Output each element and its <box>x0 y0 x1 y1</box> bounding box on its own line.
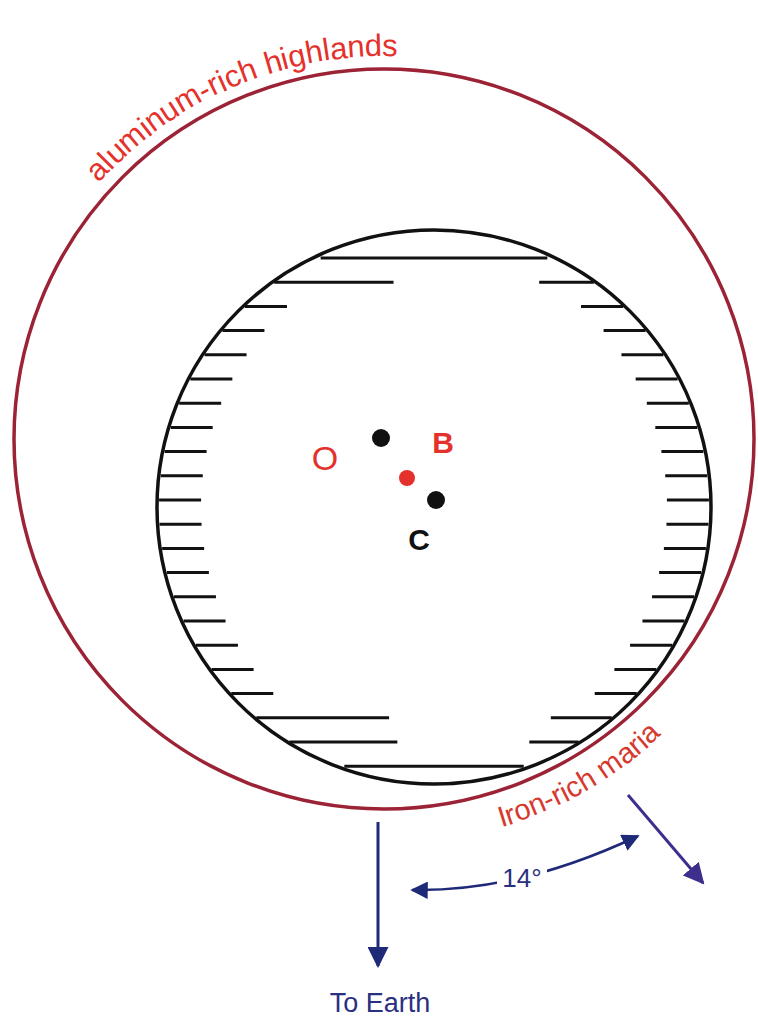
hatch-line <box>165 450 207 453</box>
letter: i <box>555 778 574 807</box>
earth-arrow <box>377 822 380 966</box>
hatch-line <box>161 474 203 477</box>
letter: r <box>622 731 648 760</box>
hatch-line <box>321 257 548 260</box>
hatch-line <box>655 426 697 429</box>
letter: I <box>494 802 510 832</box>
letter: l <box>93 147 120 174</box>
letter: - <box>192 73 215 105</box>
point-label: B <box>432 428 454 458</box>
letter: u <box>98 135 132 169</box>
crust-outline <box>14 69 754 809</box>
mantle-outline <box>157 230 711 784</box>
letter: r <box>501 799 519 830</box>
hatch-line <box>551 716 612 719</box>
hatch-line <box>529 741 578 744</box>
hatch-line <box>604 329 646 332</box>
hatch-line <box>231 692 273 695</box>
letter: u <box>153 92 184 127</box>
hatch-line <box>652 595 694 598</box>
hatch-line <box>665 474 707 477</box>
letter: a <box>80 153 114 187</box>
letter: i <box>629 727 653 753</box>
letter: i <box>132 113 156 142</box>
hatch-line <box>245 305 287 308</box>
hatch-line <box>162 547 204 550</box>
letter: r <box>546 780 567 810</box>
letter: h <box>234 53 261 88</box>
hatch-line <box>614 668 656 671</box>
hatch-line <box>205 353 247 356</box>
angle-label: 14° <box>497 863 546 893</box>
letter: a <box>634 717 665 749</box>
letter: n <box>346 31 365 63</box>
hatch-line <box>664 547 706 550</box>
letter: c <box>219 59 245 94</box>
letter: n <box>138 102 170 137</box>
hatch-line <box>595 692 637 695</box>
letter: h <box>260 44 285 79</box>
hatch-line <box>666 523 708 526</box>
letter: a <box>328 32 349 65</box>
hatch-line <box>179 402 221 405</box>
hatch-line <box>174 595 216 598</box>
letter: m <box>169 78 207 118</box>
letter: r <box>202 68 225 100</box>
hatch-line <box>659 571 701 574</box>
hatching <box>159 258 709 766</box>
hatch-line <box>184 620 226 623</box>
letter: s <box>382 30 398 61</box>
hatch-line <box>171 426 213 429</box>
point-label: C <box>408 525 430 555</box>
letter: a <box>610 737 640 770</box>
point-label: O <box>312 441 338 475</box>
hatch-line <box>274 281 393 284</box>
hatch-line <box>661 450 703 453</box>
hatch-line <box>196 644 238 647</box>
hatch-line <box>256 716 389 719</box>
letter: i <box>277 43 292 75</box>
hatch-line <box>159 499 201 502</box>
letter: c <box>560 771 587 803</box>
hatch-line <box>581 305 623 308</box>
letter: h <box>572 763 601 796</box>
offset-arrow <box>628 795 703 883</box>
hatch-line <box>539 281 594 284</box>
letter: n <box>524 788 550 821</box>
letter: d <box>365 30 383 61</box>
hatch-line <box>222 329 264 332</box>
letter: i <box>212 65 231 96</box>
hatch-line <box>160 523 202 526</box>
hatch-line <box>344 765 523 768</box>
letter <box>585 759 607 788</box>
center-dot <box>427 491 445 509</box>
letter: h <box>303 35 326 69</box>
hatch-line <box>636 378 678 381</box>
hatch-line <box>642 620 684 623</box>
hatch-line <box>630 644 672 647</box>
letter: m <box>111 117 151 157</box>
letter: m <box>591 746 627 784</box>
hatch-line <box>289 741 397 744</box>
direction-label: To Earth <box>330 990 431 1017</box>
letter: o <box>510 794 535 827</box>
hatch-line <box>667 499 709 502</box>
hatch-line <box>167 571 209 574</box>
letter: - <box>538 784 559 814</box>
hatch-line <box>212 668 254 671</box>
letter: l <box>320 34 331 66</box>
hatch-line <box>190 378 232 381</box>
hatch-line <box>647 402 689 405</box>
hatch-line <box>621 353 663 356</box>
letter <box>251 50 269 82</box>
center-dot <box>399 470 415 486</box>
letter: g <box>285 38 309 72</box>
center-dot <box>372 429 390 447</box>
